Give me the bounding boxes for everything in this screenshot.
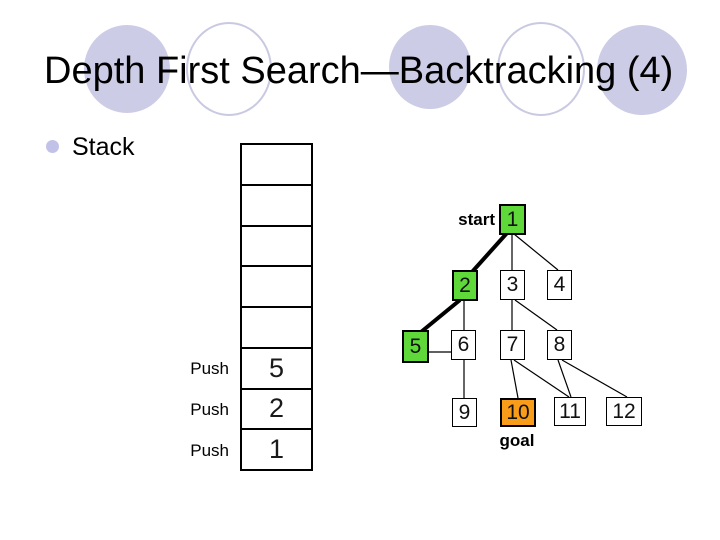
tree-edge-3-8 bbox=[514, 299, 558, 331]
push-label: Push bbox=[190, 400, 229, 419]
tree-edge-1-2 bbox=[470, 231, 509, 274]
stack-cell bbox=[242, 265, 311, 306]
stack-cell bbox=[242, 183, 311, 225]
tree-node-5: 5 bbox=[402, 330, 429, 363]
start-label: start bbox=[458, 210, 495, 229]
tree-node-3: 3 bbox=[500, 270, 525, 300]
tree-node-1: 1 bbox=[499, 204, 526, 235]
stack-cell-value: 5 bbox=[242, 346, 311, 388]
tree-node-9: 9 bbox=[452, 398, 477, 427]
slide-title: Depth First Search—Backtracking (4) bbox=[44, 50, 674, 92]
tree-edge-2-5 bbox=[419, 298, 462, 334]
tree-node-6: 6 bbox=[451, 330, 476, 360]
bullet-icon bbox=[46, 140, 59, 153]
stack-cell-value: 1 bbox=[242, 428, 311, 469]
stack-diagram: 5 2 1 bbox=[240, 143, 313, 471]
decor-ellipse-icon bbox=[84, 25, 170, 113]
decor-ellipse-icon bbox=[497, 22, 585, 116]
tree-edge-8-12 bbox=[561, 359, 628, 398]
push-label: Push bbox=[190, 359, 229, 378]
tree-node-10: 10 bbox=[500, 398, 536, 427]
stack-cell-value: 2 bbox=[242, 387, 311, 429]
decor-ellipse-icon bbox=[597, 25, 687, 115]
tree-edge-1-4 bbox=[513, 233, 559, 271]
tree-edge-8-11 bbox=[557, 359, 572, 398]
decor-ellipse-icon bbox=[186, 22, 272, 116]
tree-edge-7-10 bbox=[510, 359, 519, 399]
goal-label: goal bbox=[499, 431, 535, 450]
tree-node-7: 7 bbox=[500, 330, 525, 360]
push-label: Push bbox=[190, 441, 229, 460]
decor-ellipse-icon bbox=[389, 25, 471, 109]
tree-edge-7-11 bbox=[513, 359, 570, 398]
tree-node-12: 12 bbox=[606, 397, 642, 426]
bullet-label: Stack bbox=[72, 133, 135, 161]
tree-node-4: 4 bbox=[547, 270, 572, 300]
tree-node-11: 11 bbox=[554, 397, 586, 426]
tree-node-8: 8 bbox=[547, 330, 572, 360]
stack-cell bbox=[242, 306, 311, 347]
stack-cell bbox=[242, 224, 311, 266]
tree-node-2: 2 bbox=[452, 270, 478, 301]
